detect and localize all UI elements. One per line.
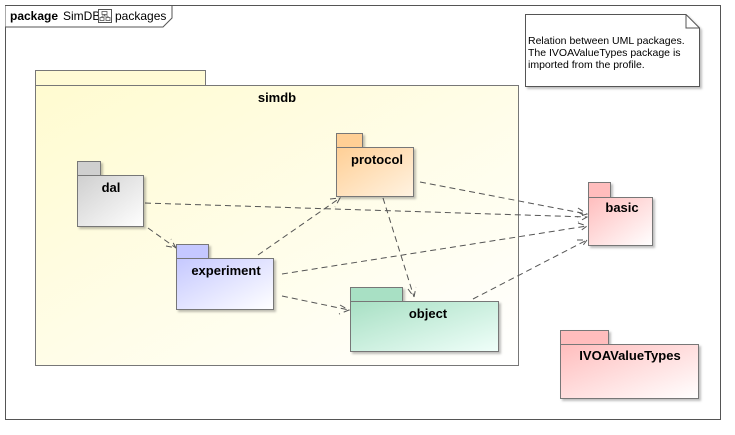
package-diagram-icon — [98, 9, 112, 23]
package-experiment-label: experiment — [191, 263, 261, 278]
dependency-experiment-object — [281, 295, 351, 315]
frame-diagram-name: packages — [115, 9, 166, 23]
package-dal-label: dal — [102, 180, 121, 195]
dependency-protocol-object — [382, 197, 417, 299]
package-basic-label: basic — [605, 200, 638, 215]
note-line-2: The IVOAValueTypes package is — [528, 47, 681, 59]
note-line-1: Relation between UML packages. — [528, 35, 685, 47]
note — [525, 14, 700, 87]
package-object-label: object — [409, 306, 448, 321]
package-protocol-label: protocol — [351, 152, 403, 167]
package-experiment[interactable] — [176, 244, 274, 310]
package-protocol[interactable] — [336, 133, 414, 197]
frame-name: SimDB[ — [63, 9, 104, 23]
dependency-protocol-basic — [419, 181, 589, 218]
package-basic[interactable] — [588, 182, 653, 246]
dependencies — [144, 181, 589, 315]
frame-keyword: package — [10, 9, 58, 23]
note-line-3: imported from the profile. — [528, 59, 645, 71]
package-ivoavaluetypes-label: IVOAValueTypes — [579, 348, 680, 363]
package-object[interactable] — [350, 287, 499, 352]
package-dal[interactable] — [77, 161, 144, 227]
dependency-object-basic — [472, 239, 588, 300]
dependency-experiment-basic — [281, 222, 589, 275]
dependency-dal-basic — [144, 202, 589, 223]
dependency-experiment-protocol — [257, 197, 341, 256]
package-simdb-label: simdb — [258, 90, 296, 105]
package-ivoavaluetypes[interactable] — [560, 330, 699, 399]
